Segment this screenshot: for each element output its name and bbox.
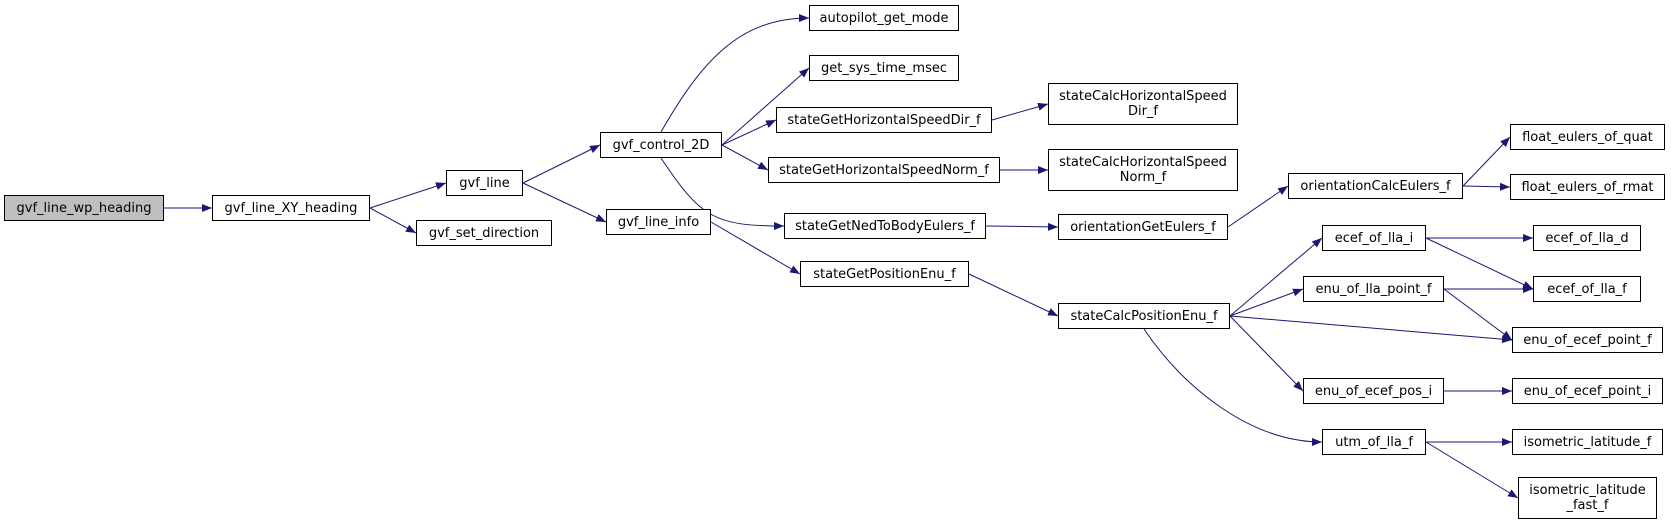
edge-utm_of_lla_f-to-isometric_latitude_fast_f bbox=[1425, 441, 1519, 499]
node-get_sys_time_msec[interactable]: get_sys_time_msec bbox=[809, 55, 959, 81]
edge-stateGetHorizontalSpeedDir_f-to-stateCalcHorizontalSpeedDir_f bbox=[991, 102, 1049, 121]
edge-ecef_of_lla_i-to-ecef_of_lla_f bbox=[1425, 237, 1534, 290]
edge-gvf_control_2D-to-stateGetNedToBodyEulers_f bbox=[660, 157, 785, 230]
node-enu_of_ecef_pos_i[interactable]: enu_of_ecef_pos_i bbox=[1303, 378, 1444, 404]
node-gvf_line_wp_heading[interactable]: gvf_line_wp_heading bbox=[4, 195, 164, 221]
node-enu_of_ecef_point_i[interactable]: enu_of_ecef_point_i bbox=[1512, 378, 1663, 404]
edge-stateGetNedToBodyEulers_f-to-orientationGetEulers_f bbox=[985, 222, 1059, 231]
edge-stateCalcPositionEnu_f-to-utm_of_lla_f bbox=[1143, 328, 1323, 446]
edge-gvf_control_2D-to-stateGetHorizontalSpeedNorm_f bbox=[721, 144, 769, 171]
node-isometric_latitude_f[interactable]: isometric_latitude_f bbox=[1512, 429, 1663, 455]
edge-stateCalcPositionEnu_f-to-enu_of_ecef_pos_i bbox=[1229, 315, 1304, 392]
node-gvf_line_XY_heading[interactable]: gvf_line_XY_heading bbox=[212, 195, 370, 221]
edge-stateCalcPositionEnu_f-to-enu_of_ecef_point_f bbox=[1229, 315, 1513, 344]
node-orientationGetEulers_f[interactable]: orientationGetEulers_f bbox=[1058, 214, 1228, 240]
node-stateGetPositionEnu_f[interactable]: stateGetPositionEnu_f bbox=[800, 261, 969, 287]
node-ecef_of_lla_d[interactable]: ecef_of_lla_d bbox=[1533, 225, 1641, 251]
edge-stateCalcPositionEnu_f-to-enu_of_lla_point_f bbox=[1229, 288, 1304, 317]
edge-stateCalcPositionEnu_f-to-ecef_of_lla_i bbox=[1229, 237, 1323, 317]
node-utm_of_lla_f[interactable]: utm_of_lla_f bbox=[1322, 429, 1426, 455]
node-stateCalcHorizontalSpeedDir_f[interactable]: stateCalcHorizontalSpeed Dir_f bbox=[1048, 83, 1238, 125]
edge-orientationCalcEulers_f-to-float_eulers_of_quat bbox=[1462, 136, 1511, 187]
node-float_eulers_of_quat[interactable]: float_eulers_of_quat bbox=[1510, 124, 1665, 150]
node-gvf_line[interactable]: gvf_line bbox=[446, 170, 523, 196]
node-ecef_of_lla_i[interactable]: ecef_of_lla_i bbox=[1322, 225, 1426, 251]
node-orientationCalcEulers_f[interactable]: orientationCalcEulers_f bbox=[1288, 173, 1463, 199]
edge-orientationGetEulers_f-to-orientationCalcEulers_f bbox=[1227, 185, 1289, 228]
node-stateCalcPositionEnu_f[interactable]: stateCalcPositionEnu_f bbox=[1058, 303, 1230, 329]
node-stateGetHorizontalSpeedDir_f[interactable]: stateGetHorizontalSpeedDir_f bbox=[776, 107, 992, 133]
node-enu_of_ecef_point_f[interactable]: enu_of_ecef_point_f bbox=[1512, 327, 1663, 353]
edge-gvf_control_2D-to-stateGetHorizontalSpeedDir_f bbox=[721, 119, 777, 146]
edge-gvf_control_2D-to-autopilot_get_mode bbox=[660, 14, 810, 133]
node-float_eulers_of_rmat[interactable]: float_eulers_of_rmat bbox=[1510, 174, 1665, 200]
edge-gvf_line_XY_heading-to-gvf_line bbox=[369, 182, 447, 209]
node-ecef_of_lla_f[interactable]: ecef_of_lla_f bbox=[1533, 276, 1641, 302]
edge-enu_of_lla_point_f-to-enu_of_ecef_point_f bbox=[1443, 288, 1513, 341]
node-stateCalcHorizontalSpeedNorm_f[interactable]: stateCalcHorizontalSpeed Norm_f bbox=[1048, 149, 1238, 191]
node-enu_of_lla_point_f[interactable]: enu_of_lla_point_f bbox=[1303, 276, 1444, 302]
edge-gvf_line_info-to-stateGetPositionEnu_f bbox=[710, 221, 801, 275]
edge-gvf_line-to-gvf_control_2D bbox=[522, 144, 601, 184]
edge-gvf_line_XY_heading-to-gvf_set_direction bbox=[369, 207, 417, 234]
node-gvf_line_info[interactable]: gvf_line_info bbox=[606, 209, 711, 235]
node-gvf_set_direction[interactable]: gvf_set_direction bbox=[416, 220, 552, 246]
node-stateGetHorizontalSpeedNorm_f[interactable]: stateGetHorizontalSpeedNorm_f bbox=[768, 157, 1000, 183]
node-autopilot_get_mode[interactable]: autopilot_get_mode bbox=[809, 5, 959, 31]
node-stateGetNedToBodyEulers_f[interactable]: stateGetNedToBodyEulers_f bbox=[784, 213, 986, 239]
edge-stateGetPositionEnu_f-to-stateCalcPositionEnu_f bbox=[968, 273, 1059, 317]
edge-gvf_control_2D-to-get_sys_time_msec bbox=[721, 67, 810, 146]
edge-gvf_line-to-gvf_line_info bbox=[522, 182, 607, 223]
node-isometric_latitude_fast_f[interactable]: isometric_latitude _fast_f bbox=[1518, 477, 1657, 519]
node-gvf_control_2D[interactable]: gvf_control_2D bbox=[600, 132, 722, 158]
edge-orientationCalcEulers_f-to-float_eulers_of_rmat bbox=[1462, 182, 1511, 191]
